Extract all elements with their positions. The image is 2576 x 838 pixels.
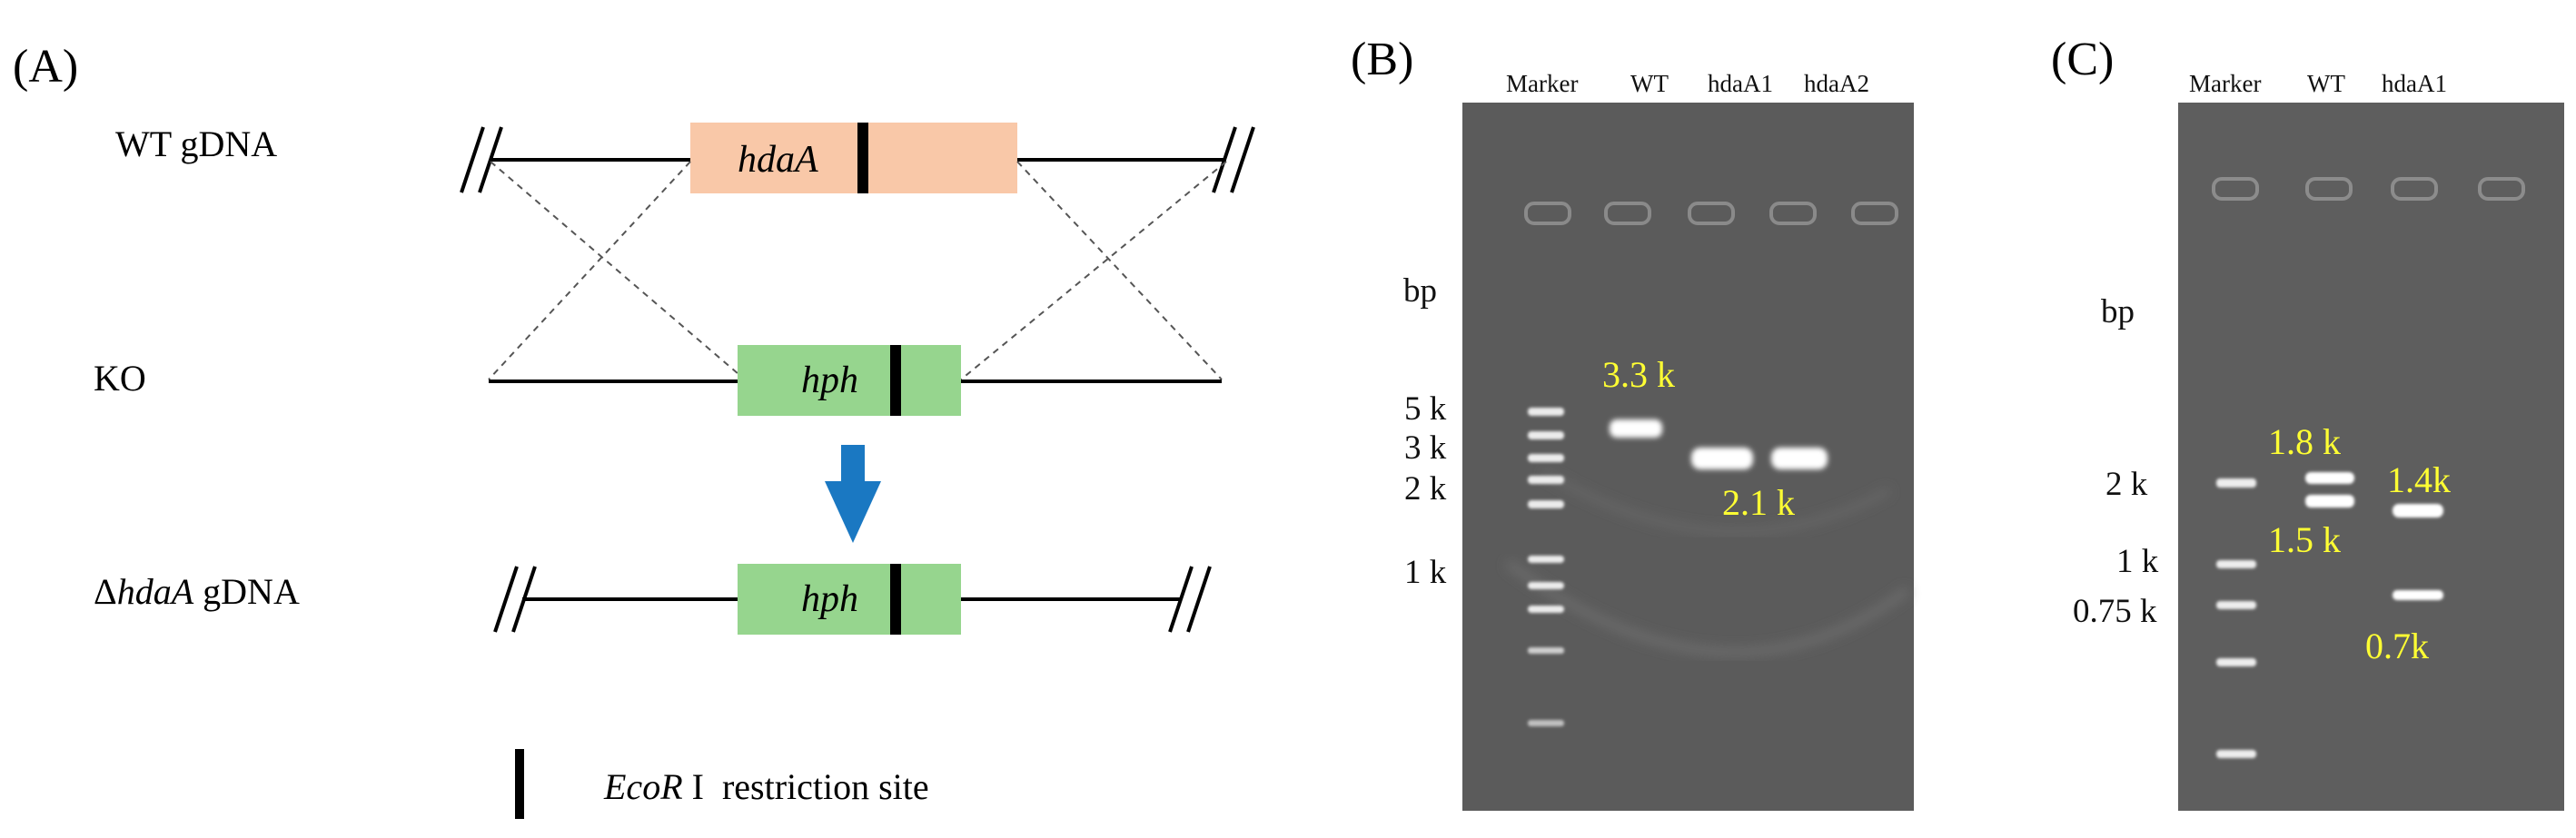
ecori-site-mutant <box>890 564 901 635</box>
hph-gene-label-ko: hph <box>801 360 858 401</box>
wt-gdna-label: WT gDNA <box>115 123 277 164</box>
ko-label: KO <box>94 358 146 399</box>
band-hdaa2-2-1k <box>1771 448 1828 469</box>
crossover-lines <box>488 161 1227 380</box>
lane-label-marker-c: Marker <box>2189 70 2261 97</box>
break-mark-left-icon <box>493 566 537 633</box>
band-label-1-4k: 1.4k <box>2387 459 2451 500</box>
size-label-3k: 3 k <box>1404 429 1447 467</box>
lane-label-hdaa1-b: hdaA1 <box>1708 70 1773 97</box>
band-label-0-7k: 0.7k <box>2365 626 2429 666</box>
bp-label-b: bp <box>1403 272 1437 310</box>
size-label-1k-c: 1 k <box>2116 543 2159 580</box>
mutant-gdna-label: ΔhdaA gDNA <box>94 571 300 612</box>
mutant-gdna-suffix: gDNA <box>193 571 300 612</box>
band-label-1-5k: 1.5 k <box>2268 519 2341 560</box>
band-wt-3-3k <box>1610 419 1662 438</box>
band-label-3-3k: 3.3 k <box>1602 354 1675 395</box>
panel-a-label: (A) <box>13 41 78 93</box>
marker-ladder-b <box>1528 408 1564 726</box>
legend-description: I restriction site <box>683 766 929 807</box>
break-mark-left-icon <box>460 126 503 193</box>
mutant-gene-name: hdaA <box>117 571 194 612</box>
lane-label-wt-c: WT <box>2307 70 2345 97</box>
panel-b-label: (B) <box>1351 34 1413 85</box>
legend-enzyme-name: EcoR <box>603 766 683 807</box>
legend: EcoR I restriction site <box>515 749 929 819</box>
gel-c <box>2178 103 2564 811</box>
size-label-1k-b: 1 k <box>1404 554 1447 591</box>
gel-b-wells <box>1524 202 1898 225</box>
sample-bands-b <box>1610 419 1828 469</box>
lane-label-hdaa2-b: hdaA2 <box>1804 70 1869 97</box>
band-hdaa1-0-7k <box>2393 590 2443 600</box>
mutant-gdna-construct: hph <box>493 564 1212 635</box>
ko-construct: hph <box>489 345 1222 416</box>
hph-gene-box-ko <box>738 345 961 416</box>
lane-label-hdaa1-c: hdaA1 <box>2382 70 2447 97</box>
size-label-2k-b: 2 k <box>1404 470 1447 508</box>
ecori-site-wt <box>857 123 868 193</box>
band-hdaa1-1-4k <box>2393 504 2443 518</box>
sample-bands-c <box>2305 472 2443 600</box>
marker-ladder-c <box>2216 478 2256 758</box>
band-label-1-8k: 1.8 k <box>2268 421 2341 462</box>
break-mark-right-icon <box>1168 566 1212 633</box>
break-mark-right-icon <box>1212 126 1255 193</box>
hph-gene-box-mutant <box>738 564 961 635</box>
panel-c-label: (C) <box>2051 34 2114 85</box>
panel-c: (C) Marker WT hdaA1 bp 2 k 1 k 0.75 k <box>2051 34 2564 811</box>
bp-label-c: bp <box>2101 293 2135 330</box>
hdaA-gene-box <box>690 123 1017 193</box>
hdaA-gene-label: hdaA <box>738 139 818 181</box>
legend-text: EcoR I restriction site <box>603 766 929 807</box>
down-arrow-icon <box>825 445 881 543</box>
hph-gene-label-mutant: hph <box>801 578 858 620</box>
gel-b-smear <box>1505 558 1910 657</box>
lane-label-wt-b: WT <box>1630 70 1669 97</box>
gel-b-smear-2 <box>1541 468 1891 536</box>
delta-symbol: Δ <box>94 571 117 612</box>
band-label-2-1k: 2.1 k <box>1722 482 1795 523</box>
band-hdaa1-2-1k <box>1691 448 1753 469</box>
panel-b: (B) Marker WT hdaA1 hdaA2 bp 5 k 3 k 2 k… <box>1351 34 1914 811</box>
band-wt-1-5k <box>2305 495 2354 508</box>
size-label-5k: 5 k <box>1404 390 1447 428</box>
gel-c-wells <box>2212 177 2525 201</box>
size-label-2k-c: 2 k <box>2105 466 2148 503</box>
band-wt-1-8k <box>2305 472 2354 484</box>
wt-gdna-construct: hdaA <box>460 123 1255 193</box>
lane-label-marker-b: Marker <box>1506 70 1578 97</box>
panel-a: (A) WT gDNA KO ΔhdaA gDNA hdaA <box>13 41 1255 819</box>
ecori-site-ko <box>890 345 901 416</box>
legend-site-marker <box>515 749 524 819</box>
size-label-0-75k: 0.75 k <box>2073 593 2157 630</box>
